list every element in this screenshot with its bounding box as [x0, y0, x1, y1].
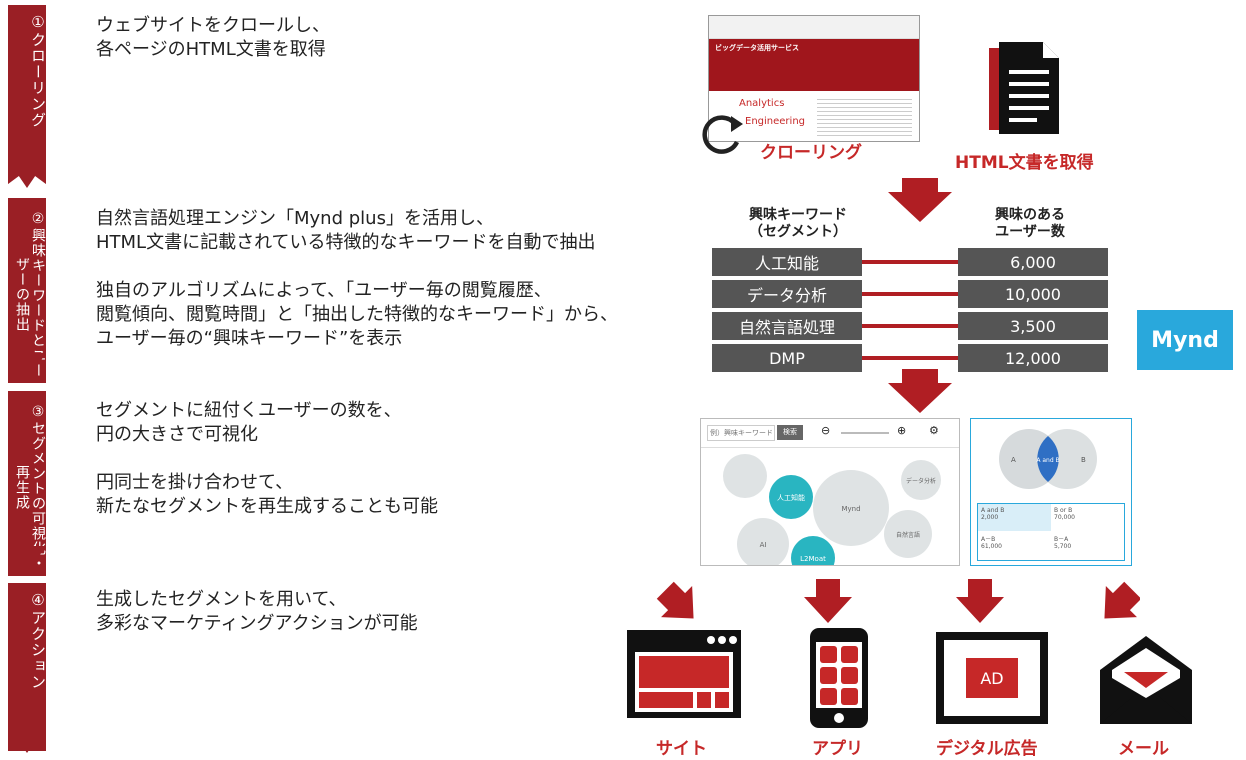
bubble-toolbar: 検索 ⊖ ⊕ ⚙ [701, 419, 959, 448]
keyword-cell: 自然言語処理 [712, 312, 862, 340]
html-acquire-label: HTML文書を取得 [955, 153, 1094, 173]
step-visualization: ③セグメントの可視化・再生成 [8, 391, 46, 576]
ad-badge: AD [966, 658, 1018, 698]
zoom-in-icon[interactable]: ⊕ [897, 424, 907, 437]
site-title: ビッグデータ活用サービス [715, 44, 799, 52]
bubble-label: 自然言語 [896, 531, 920, 539]
users-header: 興味のある ユーザー数 [995, 207, 1065, 240]
step-action: ④アクション [8, 583, 47, 751]
bubble[interactable] [901, 460, 941, 500]
step-label: ①クローリング [29, 13, 47, 128]
users-cell: 6,000 [958, 248, 1108, 276]
flow-arrow-down [888, 369, 952, 413]
mynd-logo-text: Mynd [1151, 327, 1219, 353]
keyword-search-input[interactable] [707, 425, 775, 441]
bubble-selected[interactable] [791, 536, 835, 566]
row-connector [862, 324, 958, 328]
step-label: ④アクション [29, 591, 47, 690]
action-arrows [656, 579, 1140, 623]
action-label-app: アプリ [812, 739, 863, 759]
step-crawling: ①クローリング [8, 5, 47, 190]
bubble-label: AI [760, 541, 767, 549]
step3-description: セグメントに紐付くユーザーの数を、 円の大きさで可視化 円同士を掛け合わせて、 … [96, 400, 438, 517]
bubble[interactable] [884, 510, 932, 558]
arrow-to-mail [1104, 581, 1140, 619]
bubble-chart-screenshot: 検索 ⊖ ⊕ ⚙ Mynd 人工知能 L2Moat AI データ分析 自然言語 [700, 418, 960, 566]
bubble-label: Mynd [841, 505, 860, 513]
site-icon [627, 630, 741, 718]
venn-label-b: B [1081, 456, 1086, 464]
row-connector [862, 260, 958, 264]
action-label-ad: デジタル広告 [936, 739, 1038, 759]
arrow-to-ad [956, 579, 1004, 623]
step1-description: ウェブサイトをクロールし、 各ページのHTML文書を取得 [96, 15, 330, 60]
zoom-slider[interactable] [841, 432, 889, 434]
arrow-to-app [804, 579, 852, 623]
step2-description: 自然言語処理エンジン「Mynd plus」を活用し、 HTML文書に記載されてい… [96, 208, 618, 349]
site-text-engineering: Engineering [745, 116, 805, 127]
ad-icon: AD [936, 632, 1048, 724]
document-icon [989, 42, 1059, 134]
keyword-cell: データ分析 [712, 280, 862, 308]
row-connector [862, 356, 958, 360]
arrow-to-site [656, 581, 694, 619]
refresh-icon [702, 115, 743, 154]
bubble-label: 人工知能 [777, 493, 805, 502]
venn-diagram: A A and B B [999, 429, 1097, 489]
bubble[interactable] [723, 454, 767, 498]
search-button[interactable]: 検索 [777, 425, 803, 440]
mail-icon [1100, 636, 1192, 724]
app-icon [810, 628, 868, 728]
venn-label-a: A [1011, 456, 1016, 464]
bubble-label: L2Moat [800, 555, 826, 563]
keyword-cell: 人工知能 [712, 248, 862, 276]
bubble[interactable] [737, 518, 789, 566]
bubble-canvas: Mynd 人工知能 L2Moat AI データ分析 自然言語 [723, 454, 941, 566]
bubble[interactable] [813, 470, 889, 546]
bubble-label: データ分析 [906, 477, 936, 485]
zoom-out-icon[interactable]: ⊖ [821, 424, 831, 437]
step-label: ③セグメントの可視化・再生成 [14, 404, 46, 571]
settings-icon[interactable]: ⚙ [929, 424, 939, 437]
flow-arrow-down [888, 178, 952, 222]
users-cell: 10,000 [958, 280, 1108, 308]
step-arrow-tips [0, 160, 54, 753]
step4-description: 生成したセグメントを用いて、 多彩なマーケティングアクションが可能 [96, 589, 418, 634]
users-cell: 12,000 [958, 344, 1108, 372]
row-connector [862, 292, 958, 296]
crawling-label: クローリング [760, 143, 862, 163]
website-thumbnail: ビッグデータ活用サービス Analytics Engineering [708, 15, 920, 142]
action-label-site: サイト [656, 739, 707, 759]
site-hero: ビッグデータ活用サービス [709, 39, 919, 91]
keyword-header: 興味キーワード （セグメント） [749, 207, 847, 240]
mynd-logo: Mynd [1137, 310, 1233, 370]
keyword-cell: DMP [712, 344, 862, 372]
users-cell: 3,500 [958, 312, 1108, 340]
site-text-analytics: Analytics [739, 98, 785, 109]
step-label: ②興味キーワードとユーザーの抽出 [14, 211, 46, 378]
venn-intersection [1037, 436, 1059, 482]
step-extraction: ②興味キーワードとユーザーの抽出 [8, 198, 46, 383]
venn-label-center: A and B [1036, 457, 1059, 464]
action-label-mail: メール [1118, 739, 1169, 759]
bubble-selected[interactable] [769, 475, 813, 519]
